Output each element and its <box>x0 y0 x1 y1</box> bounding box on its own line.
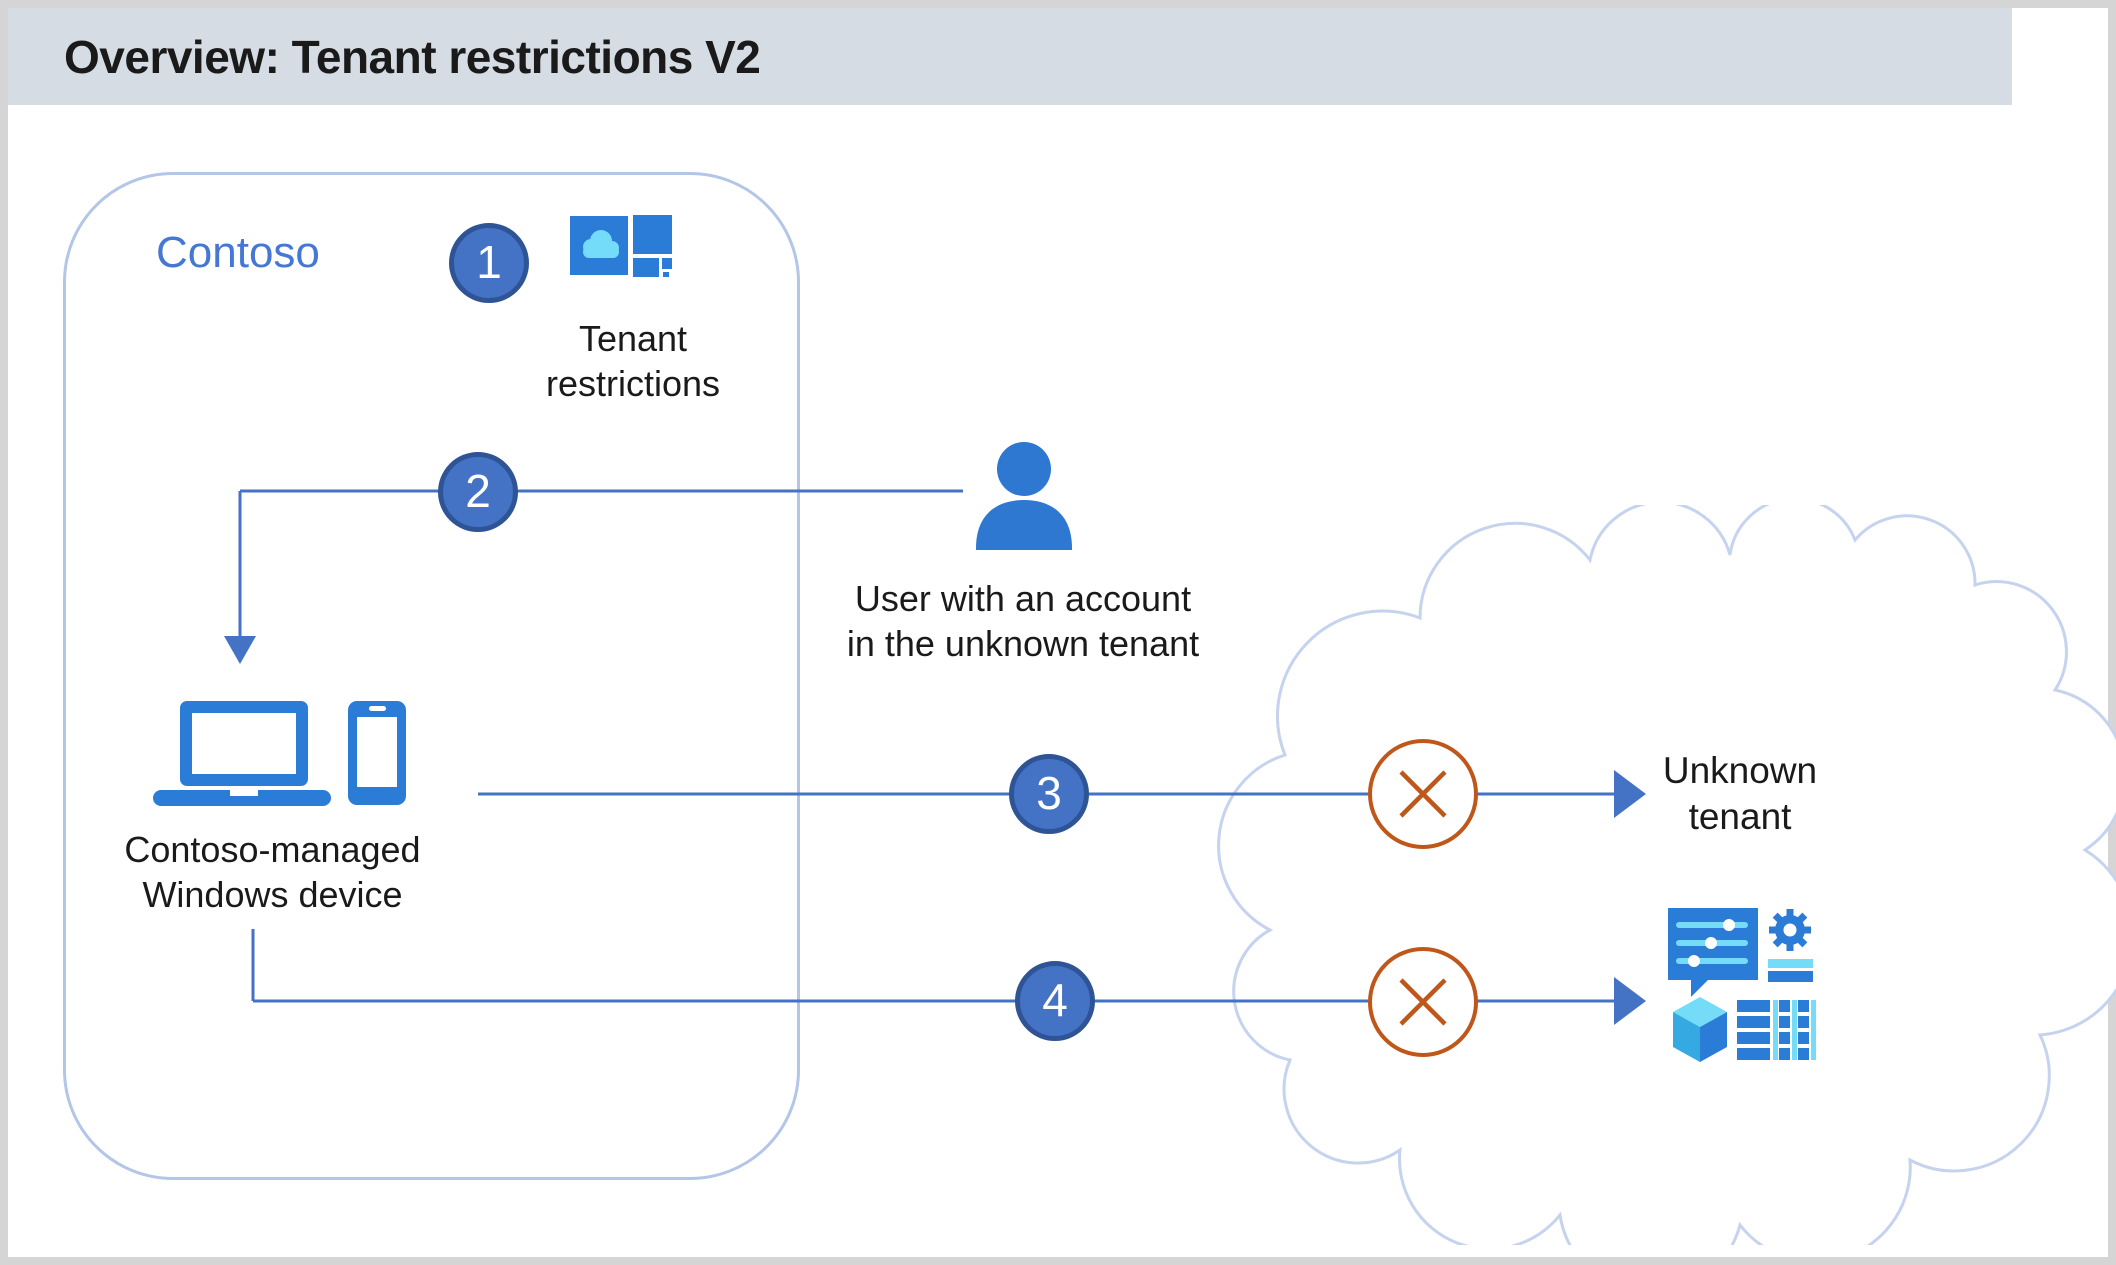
cloud-glyph <box>583 230 619 258</box>
contoso-boundary-box <box>63 172 800 1180</box>
blocked-icon <box>1368 739 1478 849</box>
device-label: Contoso-managed Windows device <box>124 829 421 915</box>
table-icon <box>1737 1000 1816 1060</box>
services-icon <box>1668 908 1816 1062</box>
gear-icon <box>1768 909 1813 982</box>
feedback-sliders-icon <box>1668 908 1758 997</box>
laptop-icon <box>153 701 331 806</box>
step-badge-4: 4 <box>1015 961 1095 1041</box>
user-head <box>997 442 1051 496</box>
step-badge-1: 1 <box>449 223 529 303</box>
tile-top-right <box>633 215 672 254</box>
arrowhead-icon <box>224 636 256 664</box>
tile-small <box>662 258 672 269</box>
device-icon <box>153 701 406 806</box>
user-label: User with an account in the unknown tena… <box>846 578 1200 664</box>
user-icon <box>976 442 1072 550</box>
contoso-label: Contoso <box>156 228 320 277</box>
blocked-x <box>1399 978 1447 1026</box>
blocked-circle <box>1368 947 1478 1057</box>
arrowhead-icon <box>1614 770 1646 818</box>
header-bar: Overview: Tenant restrictions V2 <box>8 8 2012 105</box>
phone-icon <box>348 701 406 805</box>
blocked-icon <box>1368 947 1478 1057</box>
blocked-circle <box>1368 739 1478 849</box>
cube-icon <box>1673 997 1727 1062</box>
blocked-x <box>1399 770 1447 818</box>
tile-tiny <box>663 272 669 277</box>
tile-mid <box>633 258 659 277</box>
page-title: Overview: Tenant restrictions V2 <box>64 30 761 83</box>
user-shoulders <box>976 500 1072 550</box>
gear-bar-blue <box>1768 971 1813 982</box>
gear-bar-cyan <box>1768 959 1813 968</box>
unknown-tenant-label: Unknown tenant <box>1662 750 1818 837</box>
step-badge-2: 2 <box>438 452 518 532</box>
arrowhead-icon <box>1614 977 1646 1025</box>
tenant-restrictions-icon <box>570 215 672 277</box>
step-badge-3: 3 <box>1009 754 1089 834</box>
tenant-restrictions-label: Tenant restrictions <box>545 318 721 404</box>
